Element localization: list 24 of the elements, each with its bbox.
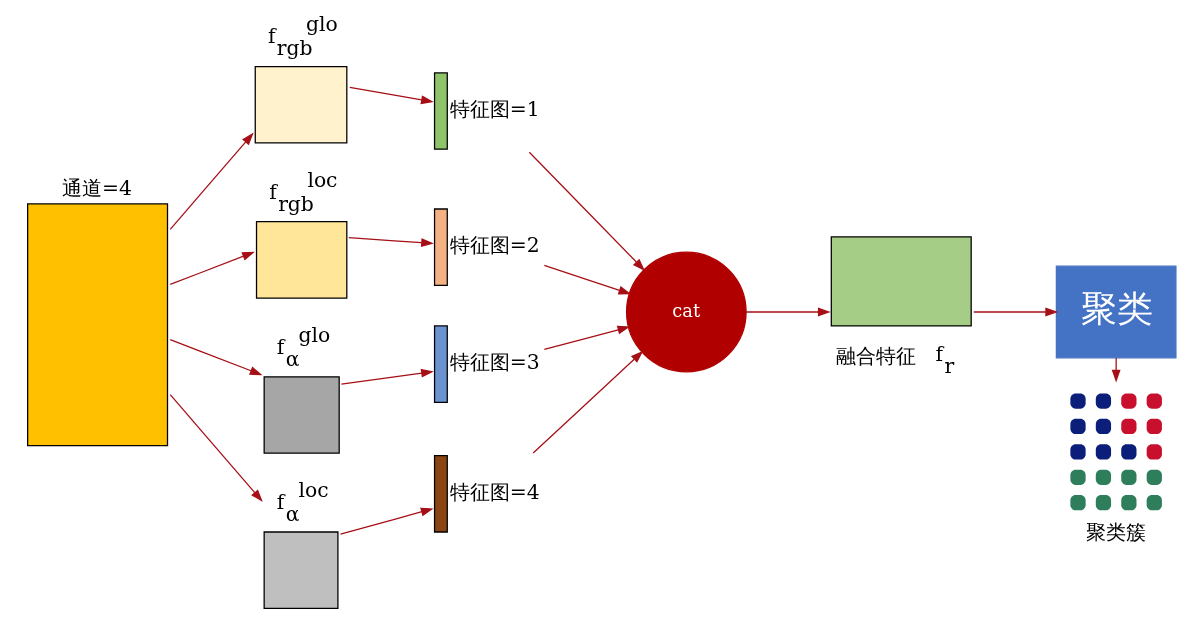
arrow: [543, 264, 631, 295]
node-label: 特征图=1: [449, 96, 540, 121]
node-label: 通道=4: [61, 175, 132, 200]
node-label: 聚类簇: [1085, 520, 1146, 545]
arrow: [543, 325, 630, 351]
arrow: [528, 151, 645, 271]
arrow: [348, 86, 434, 105]
arrow: [169, 338, 262, 376]
node-circle: cat: [625, 251, 747, 373]
arrow: [339, 507, 434, 535]
arrow: [169, 251, 255, 286]
arrow: [972, 307, 1058, 317]
node-label: 特征图=4: [449, 479, 540, 504]
node-box: 聚类: [1055, 265, 1177, 359]
node-label: 特征图=2: [449, 232, 540, 257]
arrow: [340, 368, 434, 385]
arrow: [1111, 357, 1121, 383]
arrow: [745, 307, 831, 317]
arrow: [532, 350, 643, 454]
node-label: 特征图=3: [449, 349, 540, 374]
arrow: [347, 237, 434, 248]
node-label: 融合特征: [835, 343, 916, 368]
arrow: [169, 394, 263, 502]
arrow: [169, 132, 254, 230]
